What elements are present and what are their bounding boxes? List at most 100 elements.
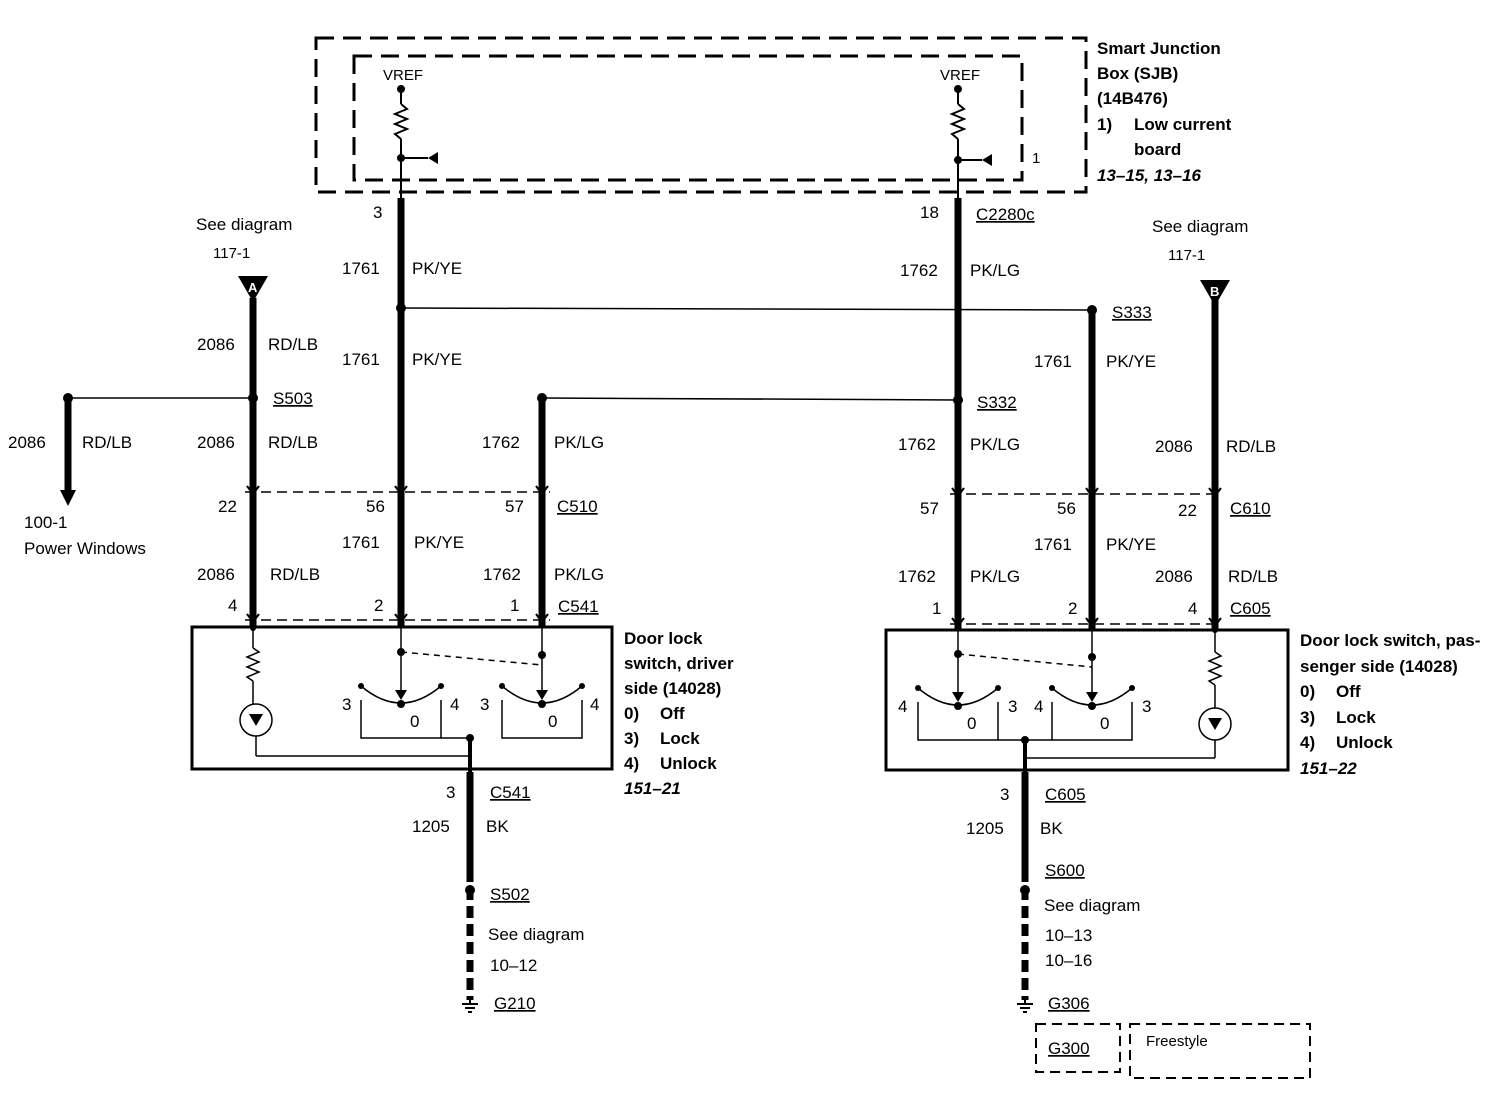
ground-right-icon bbox=[1017, 1000, 1033, 1013]
driver-switch-title2: switch, driver bbox=[624, 654, 734, 673]
wire-1762-top: 1762 bbox=[900, 261, 938, 280]
wire-pkye-c610: PK/YE bbox=[1106, 535, 1156, 554]
wire-1762-left: 1762 bbox=[482, 433, 520, 452]
sjb-pages: 13–15, 13–16 bbox=[1097, 166, 1202, 185]
connector-c2280c: C2280c bbox=[976, 205, 1035, 224]
driver-switch-dots bbox=[250, 625, 585, 742]
power-windows-label: Power Windows bbox=[24, 539, 146, 558]
pin-3-c605: 3 bbox=[1000, 785, 1009, 804]
sjb-part: (14B476) bbox=[1097, 89, 1168, 108]
wire-rdlb-c610: RD/LB bbox=[1228, 567, 1278, 586]
pass-switch-title2: senger side (14028) bbox=[1300, 657, 1458, 676]
wire-2086-c610: 2086 bbox=[1155, 567, 1193, 586]
pin-57-right: 57 bbox=[920, 499, 939, 518]
wire-pkye-c510: PK/YE bbox=[414, 533, 464, 552]
pass-opt0: 0) bbox=[1300, 682, 1315, 701]
passenger-switch-dots bbox=[915, 627, 1218, 744]
ref-a-letter: A bbox=[248, 280, 258, 295]
connector-c605-bottom: C605 bbox=[1045, 785, 1086, 804]
wire-1762-right: 1762 bbox=[898, 435, 936, 454]
wire-pkye-right: PK/YE bbox=[1106, 352, 1156, 371]
wire-bk-left: BK bbox=[486, 817, 509, 836]
wire-bk-right: BK bbox=[1040, 819, 1063, 838]
pass-pos-3a: 3 bbox=[1008, 697, 1017, 716]
vref-left-label: VREF bbox=[383, 67, 423, 84]
pass-opt4-text: Unlock bbox=[1336, 733, 1393, 752]
wire-rdlb-pw: RD/LB bbox=[82, 433, 132, 452]
driver-switch-title3: side (14028) bbox=[624, 679, 721, 698]
pass-switch-title: Door lock switch, pas- bbox=[1300, 631, 1480, 650]
wire-pklg-top: PK/LG bbox=[970, 261, 1020, 280]
pass-opt3-text: Lock bbox=[1336, 708, 1376, 727]
ground-left-see: See diagram bbox=[488, 925, 584, 944]
connector-c510-line bbox=[245, 491, 1222, 495]
pass-pos-0b: 0 bbox=[1100, 714, 1109, 733]
driver-opt3-text: Lock bbox=[660, 729, 700, 748]
passenger-lamp-diode-icon bbox=[1208, 718, 1222, 730]
ref-b-triangle-icon bbox=[1200, 280, 1230, 306]
wire-1762-c610: 1762 bbox=[898, 567, 936, 586]
pin-56-right: 56 bbox=[1057, 499, 1076, 518]
sjb-item-num: 1) bbox=[1097, 115, 1112, 134]
freestyle-box bbox=[1129, 1023, 1311, 1079]
connector-c610: C610 bbox=[1230, 499, 1271, 518]
wire-rdlb-a: RD/LB bbox=[268, 335, 318, 354]
driver-pos-4b: 4 bbox=[590, 695, 599, 714]
pin-2-left: 2 bbox=[374, 596, 383, 615]
pin-56-left: 56 bbox=[366, 497, 385, 516]
splice-s502: S502 bbox=[490, 885, 530, 904]
driver-switch-arrow2-icon bbox=[536, 690, 548, 700]
pin-1-right: 1 bbox=[932, 599, 941, 618]
wire-2086-a: 2086 bbox=[197, 335, 235, 354]
sjb-pin-right: 18 bbox=[920, 203, 939, 222]
wire-1761-c510: 1761 bbox=[342, 533, 380, 552]
wire-1761-mid: 1761 bbox=[342, 350, 380, 369]
vref-right-arrow-icon bbox=[982, 154, 992, 166]
splice-s503: S503 bbox=[273, 389, 313, 408]
pin-1-left: 1 bbox=[510, 596, 519, 615]
wire-1761-c610: 1761 bbox=[1034, 535, 1072, 554]
driver-opt0-text: Off bbox=[660, 704, 685, 723]
pin-22-left: 22 bbox=[218, 497, 237, 516]
vref-left-arrow-icon bbox=[428, 152, 438, 164]
connector-c541-top: C541 bbox=[558, 597, 599, 616]
driver-pos-3b: 3 bbox=[480, 695, 489, 714]
sjb-inner-label: 1 bbox=[1032, 150, 1040, 167]
sjb-item-text2: board bbox=[1134, 140, 1181, 159]
passenger-switch-arrow-icon bbox=[952, 692, 964, 702]
driver-opt0: 0) bbox=[624, 704, 639, 723]
vref-right-resistor-icon bbox=[949, 85, 982, 198]
sjb-pin-left: 3 bbox=[373, 203, 382, 222]
wire-1205-right: 1205 bbox=[966, 819, 1004, 838]
driver-switch-internals bbox=[239, 628, 583, 772]
pin-3-c541: 3 bbox=[446, 783, 455, 802]
driver-pos-4a: 4 bbox=[450, 695, 459, 714]
wire-pklg-left: PK/LG bbox=[554, 433, 604, 452]
splice-s600: S600 bbox=[1045, 861, 1085, 880]
pass-opt4: 4) bbox=[1300, 733, 1315, 752]
ground-g306: G306 bbox=[1048, 994, 1090, 1013]
wire-2086-b: 2086 bbox=[197, 433, 235, 452]
driver-switch-title: Door lock bbox=[624, 629, 703, 648]
ground-right-page1: 10–13 bbox=[1045, 926, 1092, 945]
driver-opt4-text: Unlock bbox=[660, 754, 717, 773]
pass-opt3: 3) bbox=[1300, 708, 1315, 727]
wire-1762-c510: 1762 bbox=[483, 565, 521, 584]
power-windows-arrow-icon bbox=[60, 490, 76, 506]
vref-left-resistor-icon bbox=[392, 85, 428, 198]
wire-2086-pw: 2086 bbox=[8, 433, 46, 452]
alt-ground-box bbox=[1035, 1023, 1121, 1073]
wire-2086-right: 2086 bbox=[1155, 437, 1193, 456]
wire-rdlb-b: RD/LB bbox=[268, 433, 318, 452]
sjb-item-text: Low current bbox=[1134, 115, 1232, 134]
driver-switch-box bbox=[190, 625, 614, 771]
ground-right-page2: 10–16 bbox=[1045, 951, 1092, 970]
ref-b-letter: B bbox=[1210, 284, 1219, 299]
driver-pos-0a: 0 bbox=[410, 712, 419, 731]
pass-opt0-text: Off bbox=[1336, 682, 1361, 701]
passenger-switch-internals bbox=[917, 630, 1232, 772]
pin-2-right: 2 bbox=[1068, 599, 1077, 618]
sjb-module bbox=[314, 36, 1088, 194]
freestyle-label: Freestyle bbox=[1146, 1033, 1208, 1050]
wire-1205-left: 1205 bbox=[412, 817, 450, 836]
